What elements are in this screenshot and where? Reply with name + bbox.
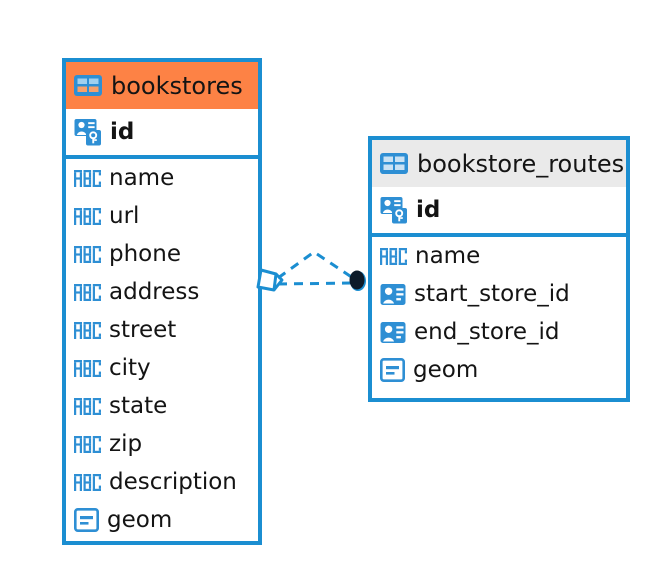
- attribute-label: street: [109, 316, 177, 343]
- entity-title: bookstores: [111, 71, 243, 100]
- relationship-connector-bookstores-to-bookstore-routes[interactable]: [252, 240, 382, 320]
- attribute-row-id[interactable]: id: [66, 109, 258, 155]
- attribute-row-url[interactable]: url: [66, 197, 258, 235]
- foreign-key-icon: [380, 320, 406, 345]
- attribute-row-street[interactable]: street: [66, 311, 258, 349]
- attribute-row-geom[interactable]: geom: [372, 351, 626, 389]
- attribute-label: url: [109, 202, 140, 229]
- abc-text-icon: [74, 283, 101, 301]
- attribute-row-name[interactable]: name: [372, 237, 626, 275]
- attribute-label: phone: [109, 240, 181, 267]
- table-icon: [74, 75, 102, 96]
- table-icon: [380, 153, 408, 174]
- attribute-label: geom: [107, 506, 173, 533]
- primary-key-block: id: [66, 109, 258, 159]
- attribute-label: id: [416, 196, 441, 223]
- attribute-label: city: [109, 354, 151, 381]
- abc-text-icon: [74, 397, 101, 415]
- attribute-list-bookstore-routes: name start_store_id: [372, 237, 626, 389]
- abc-text-icon: [74, 207, 101, 225]
- attribute-label: state: [109, 392, 168, 419]
- abc-text-icon: [74, 473, 101, 491]
- abc-text-icon: [74, 435, 101, 453]
- attribute-label: end_store_id: [414, 318, 560, 345]
- entity-header-bookstores[interactable]: bookstores: [66, 62, 258, 109]
- attribute-label: name: [415, 242, 481, 269]
- entity-header-bookstore-routes[interactable]: bookstore_routes: [372, 140, 626, 187]
- attribute-row-geom[interactable]: geom: [66, 501, 258, 539]
- relationship-line-lower: [277, 281, 355, 286]
- entity-bookstores[interactable]: bookstores: [62, 58, 262, 545]
- relationship-line-upper: [277, 250, 357, 282]
- geometry-icon: [74, 508, 99, 532]
- abc-text-icon: [74, 359, 101, 377]
- abc-text-icon: [74, 321, 101, 339]
- attribute-label: start_store_id: [414, 280, 570, 307]
- primary-key-icon: [74, 118, 102, 146]
- attribute-row-address[interactable]: address: [66, 273, 258, 311]
- attribute-label: address: [109, 278, 200, 305]
- attribute-row-city[interactable]: city: [66, 349, 258, 387]
- attribute-row-start-store-id[interactable]: start_store_id: [372, 275, 626, 313]
- attribute-label: name: [109, 164, 175, 191]
- abc-text-icon: [74, 245, 101, 263]
- attribute-row-end-store-id[interactable]: end_store_id: [372, 313, 626, 351]
- attribute-row-state[interactable]: state: [66, 387, 258, 425]
- filled-circle-marker: [349, 270, 366, 291]
- geometry-icon: [380, 358, 405, 382]
- primary-key-icon: [380, 196, 408, 224]
- attribute-label: description: [109, 468, 237, 495]
- entity-bookstore-routes[interactable]: bookstore_routes: [368, 136, 630, 402]
- attribute-label: geom: [413, 356, 479, 383]
- attribute-row-description[interactable]: description: [66, 463, 258, 501]
- abc-text-icon: [380, 247, 407, 265]
- entity-title: bookstore_routes: [417, 149, 625, 178]
- attribute-label: id: [110, 118, 135, 145]
- attribute-label: zip: [109, 430, 143, 457]
- primary-key-block: id: [372, 187, 626, 237]
- foreign-key-icon: [380, 282, 406, 307]
- abc-text-icon: [74, 169, 101, 187]
- attribute-row-name[interactable]: name: [66, 159, 258, 197]
- attribute-row-phone[interactable]: phone: [66, 235, 258, 273]
- attribute-list-bookstores: name: [66, 159, 258, 539]
- attribute-row-id[interactable]: id: [372, 187, 626, 233]
- attribute-row-zip[interactable]: zip: [66, 425, 258, 463]
